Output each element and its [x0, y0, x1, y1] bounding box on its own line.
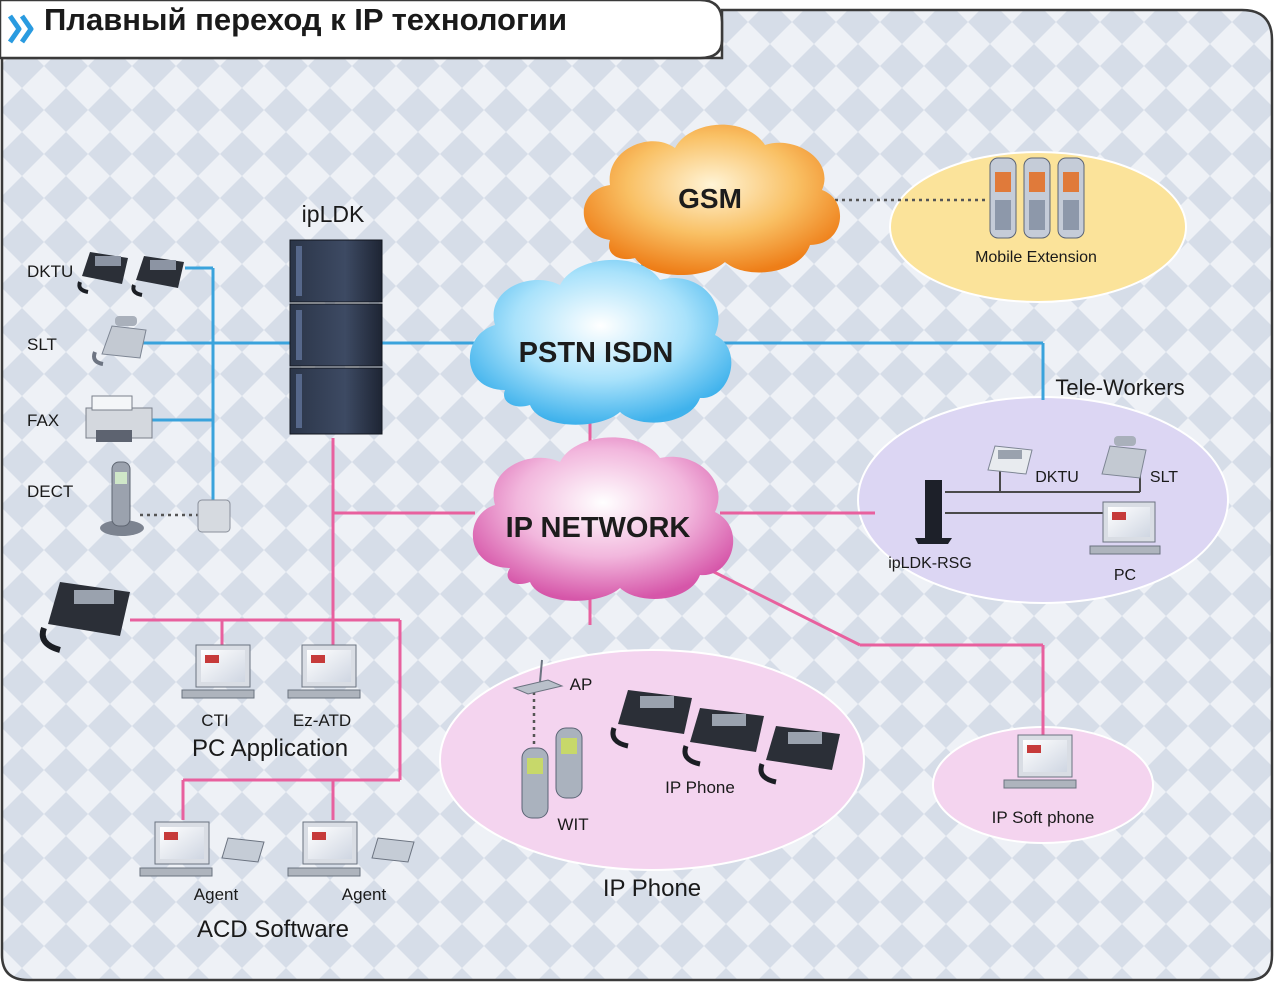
slt-terminal: SLT: [27, 316, 147, 366]
ip-phone-zone-title: IP Phone: [603, 875, 701, 902]
pc-icon: [287, 644, 361, 699]
mobile-extension-label: Mobile Extension: [975, 249, 1097, 266]
gsm-cloud: GSM: [583, 124, 841, 276]
pc-icon: [287, 821, 361, 877]
dect-label: DECT: [27, 482, 73, 501]
desk-phone-icon: [987, 445, 1033, 475]
cti-label: CTI: [201, 711, 228, 730]
ip-network-label: IP NETWORK: [506, 512, 691, 544]
rsg-label: ipLDK-RSG: [888, 555, 972, 572]
gateway-device-icon: [915, 480, 952, 544]
pc-icon: [139, 821, 213, 877]
desk-phone-icon: [221, 837, 265, 863]
tw-pc-label: PC: [1114, 567, 1136, 584]
tele-workers-title: Tele-Workers: [1055, 375, 1184, 400]
ap-label: AP: [570, 675, 593, 694]
acd-software: Agent Agent ACD Software: [139, 821, 415, 943]
page-title: Плавный переход к IP технологии: [44, 2, 567, 37]
pc-application-title: PC Application: [192, 735, 348, 762]
mobile-phone-icon: [989, 157, 1017, 239]
wit-label: WIT: [557, 815, 588, 834]
dktu-label: DKTU: [27, 262, 73, 281]
pc-icon: [1003, 734, 1077, 789]
pstn-isdn-cloud: PSTN ISDN: [469, 259, 732, 425]
ip-phone-zone: [439, 649, 865, 871]
analog-phone-icon: [92, 316, 147, 366]
pstn-isdn-label: PSTN ISDN: [519, 337, 674, 369]
cordless-phone-icon: [100, 461, 144, 536]
fax-machine-icon: [85, 395, 153, 442]
tele-workers: Tele-Workers DKTU SLT ipLDK-RSG PC: [888, 375, 1184, 584]
ipldk-system: ipLDK: [289, 201, 383, 435]
tw-dktu-label: DKTU: [1035, 469, 1079, 486]
desk-phone-icon: [371, 837, 415, 863]
gsm-label: GSM: [678, 183, 742, 214]
wireless-phone-icon: [521, 747, 549, 819]
ip-phone-cluster: AP WIT IP Phone IP Phone: [512, 659, 840, 902]
tw-slt-label: SLT: [1150, 469, 1178, 486]
agent-label-2: Agent: [342, 885, 387, 904]
ip-desk-phone: [39, 582, 130, 653]
pc-application: CTI Ez-ATD PC Application: [181, 644, 361, 762]
wireless-links: [140, 198, 985, 745]
ip-phone-icon: [758, 726, 840, 785]
ip-phone-label: IP Phone: [665, 778, 735, 797]
slt-label: SLT: [27, 335, 57, 354]
mobile-phone-icon: [1057, 157, 1085, 239]
ip-phone-icon: [610, 690, 692, 749]
dect-base-station-icon: [197, 499, 231, 533]
fax-terminal: FAX: [27, 395, 153, 442]
ip-soft-phone-label: IP Soft phone: [992, 808, 1095, 827]
analog-phone-icon: [1101, 436, 1147, 479]
ip-network-cloud: IP NETWORK: [472, 437, 734, 601]
pc-icon: [1089, 501, 1161, 555]
desk-phone-icon: [77, 252, 128, 294]
dktu-terminal: DKTU: [27, 252, 184, 297]
mobile-phone-icon: [1023, 157, 1051, 239]
acd-software-title: ACD Software: [197, 916, 349, 943]
fax-label: FAX: [27, 411, 59, 430]
dect-terminal: DECT: [27, 461, 231, 536]
ip-soft-phone: IP Soft phone: [992, 734, 1095, 827]
chevron-right-icon: [7, 14, 34, 44]
wireless-phone-icon: [555, 727, 583, 799]
desk-phone-icon: [131, 256, 184, 297]
title-tab: Плавный переход к IP технологии: [0, 0, 724, 60]
ip-phone-icon: [682, 708, 764, 767]
ipldk-label: ipLDK: [302, 201, 365, 227]
agent-label-1: Agent: [194, 885, 239, 904]
pc-icon: [181, 644, 255, 699]
ezatd-label: Ez-ATD: [293, 711, 351, 730]
tele-workers-zone: [857, 396, 1229, 604]
mobile-extension: Mobile Extension: [975, 157, 1097, 266]
access-point-icon: [512, 659, 564, 695]
